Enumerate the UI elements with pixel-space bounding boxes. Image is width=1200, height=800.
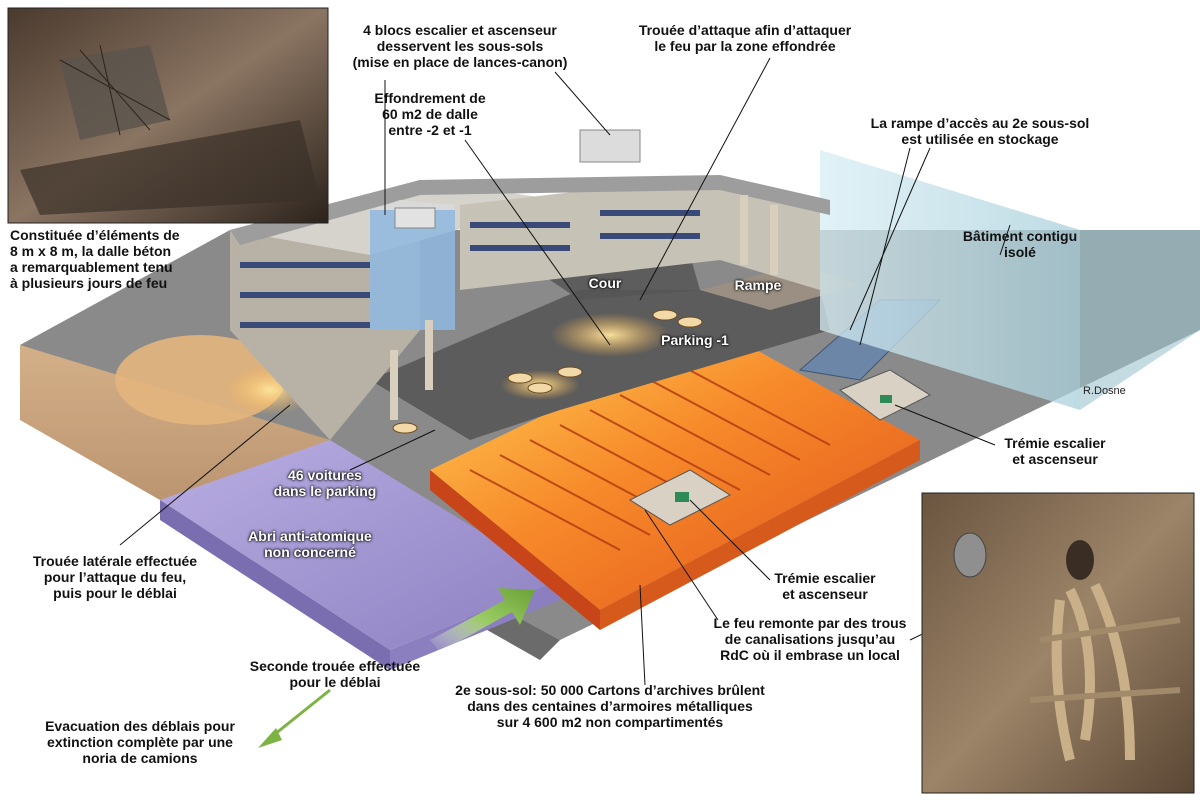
- label-parking-1: Parking -1: [661, 332, 729, 348]
- label-shelter: Abri anti-atomique non concerné: [248, 528, 372, 560]
- label-stair-shaft-right: Trémie escalier et ascenseur: [1004, 435, 1106, 467]
- building-back-wing: [460, 175, 820, 290]
- label-stairs-blocks: 4 blocs escalier et ascenseur desservent…: [352, 22, 568, 70]
- label-collapse: Effondrement de 60 m2 de dalle entre -2 …: [374, 90, 486, 138]
- second-opening-arrow: [430, 588, 535, 652]
- shelter-block: [160, 440, 560, 650]
- roof-box: [579, 129, 641, 163]
- photo-bottom-right: [921, 492, 1195, 794]
- label-cour: Cour: [588, 275, 622, 291]
- parked-cars: [392, 309, 703, 434]
- basement-2-fire: [430, 330, 920, 610]
- adjacent-building: [820, 150, 1080, 410]
- label-slab-elements: Constituée d’éléments de 8 m x 8 m, la d…: [10, 227, 180, 291]
- label-basement-2: 2e sous-sol: 50 000 Cartons d’archives b…: [455, 682, 765, 730]
- building-back-windows: [470, 210, 700, 251]
- building-left-windows: [240, 262, 370, 328]
- credit-r-dosne: R.Dosne: [1083, 385, 1126, 397]
- label-evacuation: Evacuation des déblais pour extinction c…: [45, 718, 235, 766]
- pillars: [390, 195, 778, 420]
- label-ramp-storage: La rampe d’accès au 2e sous-sol est util…: [870, 115, 1090, 147]
- archive-cabinets: [469, 364, 831, 551]
- label-stair-shaft-center: Trémie escalier et ascenseur: [774, 570, 876, 602]
- roof-slab: [230, 175, 830, 245]
- stair-tower: [370, 210, 455, 330]
- photo-top-left: [7, 7, 329, 224]
- parking-level-1: [370, 290, 830, 440]
- label-side-opening: Trouée latérale effectuée pour l’attaque…: [32, 553, 198, 601]
- label-cars: 46 voitures dans le parking: [273, 467, 377, 499]
- evacuation-arrow: [258, 688, 331, 748]
- label-adjacent-building: Bâtiment contigu isolé: [962, 228, 1078, 260]
- label-fire-rises: Le feu remonte par des trous de canalisa…: [713, 615, 907, 663]
- label-rampe: Rampe: [734, 277, 782, 293]
- label-attack-opening: Trouée d’attaque afin d’attaquer le feu …: [638, 22, 852, 54]
- label-second-opening: Seconde trouée effectuée pour le déblai: [249, 658, 421, 690]
